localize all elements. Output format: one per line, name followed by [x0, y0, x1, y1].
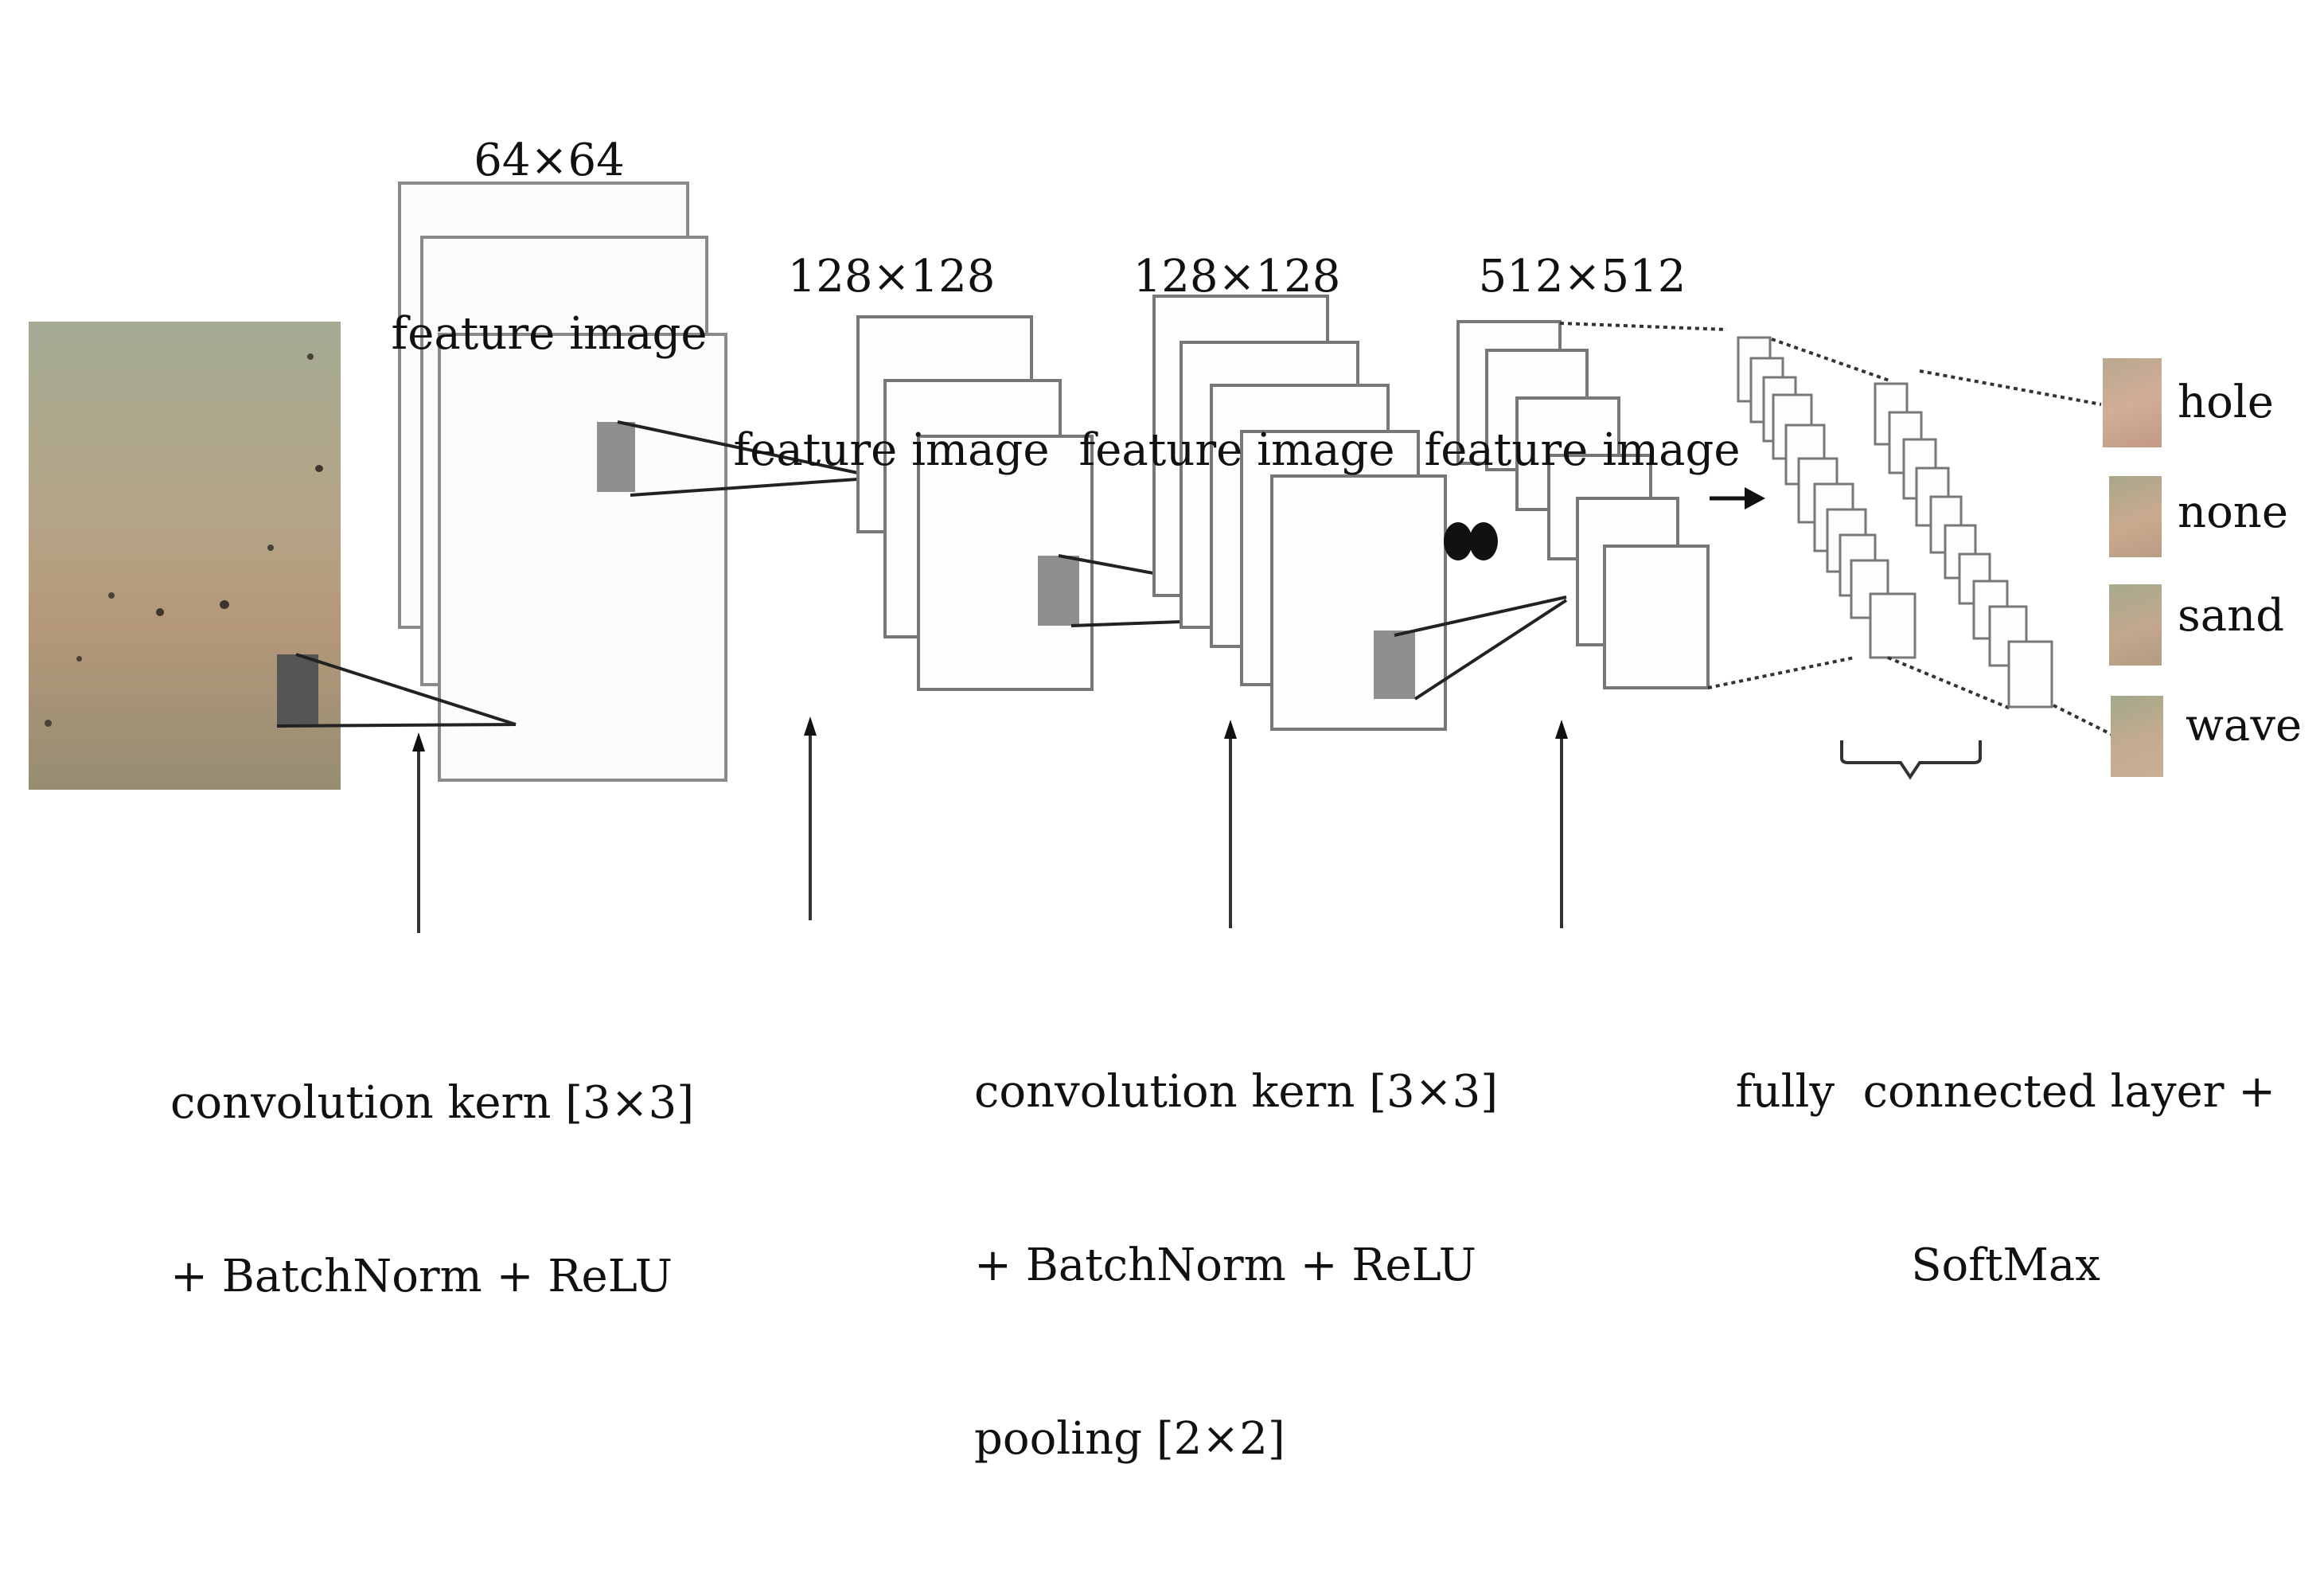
dotted-connectors-1: [1559, 322, 1855, 689]
projection-lines-4: [1394, 595, 1568, 701]
class-thumbnail-none: [2109, 476, 2162, 557]
caption-line: convolution kern [3×3]: [974, 1065, 1499, 1118]
feature-label-128a: 128×128 feature image: [716, 132, 1066, 595]
fc-layer-2: [1874, 382, 2053, 709]
feature-text-label: feature image: [391, 307, 708, 360]
feature-map-stack-4: [1456, 320, 1710, 689]
caption-conv-block-1: convolution kern [3×3] + BatchNorm + ReL…: [170, 958, 694, 1422]
feature-label-128b: 128×128 feature image: [1062, 132, 1412, 595]
fc-brace: [1840, 740, 1982, 780]
caption-line: + BatchNorm + ReLU: [170, 1250, 673, 1302]
class-label-sand: sand: [2178, 590, 2285, 642]
flow-arrow: [1710, 487, 1765, 509]
feature-text-label: feature image: [1424, 424, 1741, 476]
feature-text-label: feature image: [1078, 424, 1395, 476]
caption-line: SoftMax: [1911, 1239, 2100, 1291]
class-label-wave: wave: [2186, 700, 2303, 752]
feature-map-stack-2: [856, 315, 1094, 691]
caption-line: pooling [2×2]: [974, 1413, 1285, 1466]
feature-text-label: feature image: [733, 424, 1050, 476]
class-thumbnail-hole: [2103, 358, 2162, 447]
feature-map-stack-3: [1152, 295, 1447, 731]
class-thumbnail-wave: [2111, 696, 2163, 777]
kernel-patch: [277, 654, 318, 726]
feature-map-stack-1: [398, 182, 727, 782]
kernel-patch: [1038, 556, 1079, 626]
kernel-patch: [597, 422, 635, 492]
feature-size-label: 512×512: [1478, 250, 1686, 303]
feature-label-64: 64×64 feature image: [374, 16, 724, 479]
caption-line: fully connected layer +: [1735, 1065, 2276, 1118]
caption-fc: fully connected layer + SoftMax: [1727, 947, 2284, 1411]
dotted-connectors-2: [1771, 338, 2118, 739]
ellipsis-dot: [1469, 522, 1498, 560]
class-label-none: none: [2178, 486, 2288, 538]
caption-conv-block-2: convolution kern [3×3] + BatchNorm + ReL…: [974, 947, 1498, 1585]
feature-size-label: 128×128: [1133, 250, 1341, 303]
class-thumbnail-sand: [2109, 584, 2162, 666]
fc-layer-1: [1737, 336, 1917, 659]
feature-label-512: 512×512 feature image: [1407, 132, 1757, 595]
class-label-hole: hole: [2178, 377, 2274, 428]
feature-size-label: 128×128: [787, 250, 996, 303]
network-drawing: [276, 182, 2118, 933]
upward-arrows: [417, 732, 1563, 933]
projection-lines-1: [276, 653, 517, 728]
feature-size-label: 64×64: [474, 134, 625, 186]
cnn-architecture-diagram: 64×64 feature image 128×128 feature imag…: [29, 16, 2303, 1465]
caption-line: + BatchNorm + ReLU: [974, 1239, 1476, 1291]
projection-lines-2: [617, 420, 881, 497]
arrow-heads: [412, 716, 1568, 752]
ellipsis-dot: [1444, 522, 1472, 560]
caption-line: convolution kern [3×3]: [170, 1076, 695, 1129]
kernel-patch: [1374, 630, 1415, 699]
